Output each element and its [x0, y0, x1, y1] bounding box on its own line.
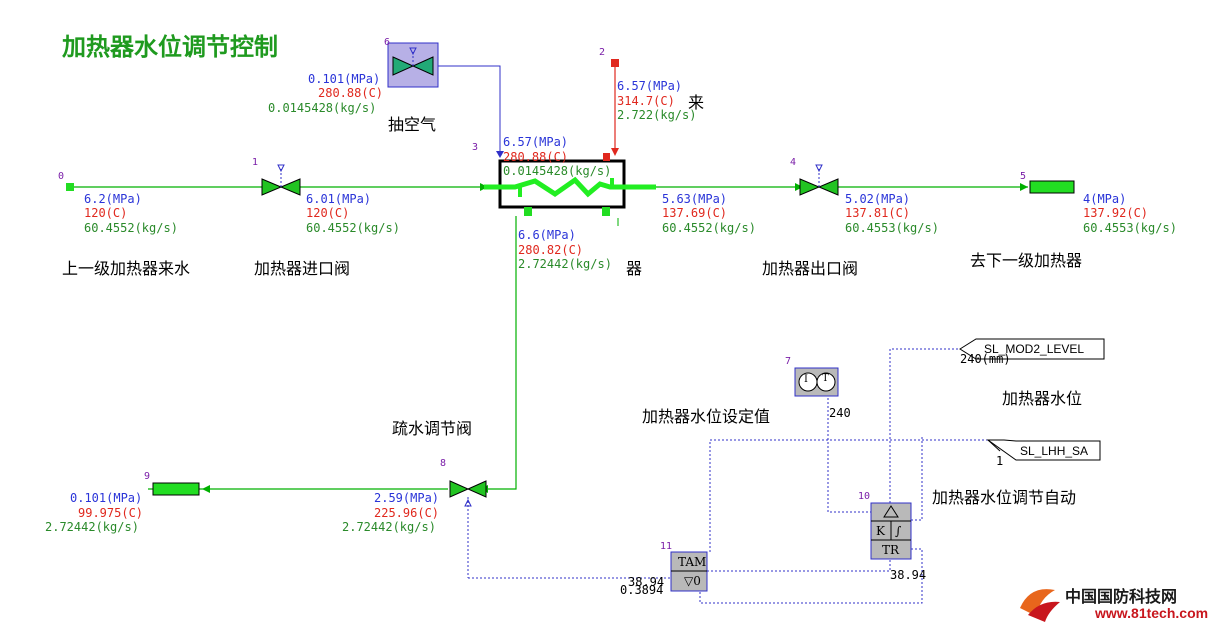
flow-6: 0.0145428(kg/s): [268, 101, 377, 115]
source-2: [611, 59, 619, 67]
pressure-4a: 5.63(MPa): [662, 192, 728, 206]
tam-label: TAM: [678, 555, 707, 569]
flow-4a: 60.4552(kg/s): [662, 221, 756, 235]
label-1[interactable]: 加热器进口阀: [254, 259, 351, 278]
flow-5: 60.4553(kg/s): [1083, 221, 1177, 235]
node-id-9: 9: [144, 471, 151, 482]
valve-1: [261, 164, 301, 196]
node-id-10: 10: [858, 491, 871, 502]
logo-url: www.81tech.com: [1095, 605, 1209, 621]
tam-output-1: 38.94: [628, 575, 665, 589]
label-2: 来: [688, 93, 705, 112]
pressure-3b: 6.6(MPa): [518, 228, 576, 242]
valve-8: [449, 480, 487, 578]
heater-3: [484, 153, 656, 226]
node-id-2: 2: [599, 47, 606, 58]
signal-lines: [468, 348, 988, 604]
tag-level-label: 加热器水位: [1002, 389, 1083, 408]
flow-8: 2.72442(kg/s): [342, 520, 436, 534]
label-10[interactable]: 加热器水位调节自动: [932, 488, 1077, 507]
label-5: 去下一级加热器: [970, 251, 1083, 270]
flow-3b: 2.72442(kg/s): [518, 257, 612, 271]
pid-k: K: [876, 524, 885, 538]
sink-5: [1029, 180, 1075, 194]
pressure-0: 6.2(MPa): [84, 192, 142, 206]
tag-auto-name: SL_LHH_SA: [1020, 444, 1089, 458]
tam-v: ▽0: [684, 574, 701, 588]
label-3[interactable]: 器: [626, 259, 643, 278]
pressure-9: 0.101(MPa): [70, 491, 143, 505]
flow-1: 60.4552(kg/s): [306, 221, 400, 235]
node-id-8: 8: [440, 458, 447, 469]
pid-tr: TR: [882, 543, 900, 557]
tam-output-2: 0.3894: [620, 583, 664, 597]
pressure-2: 6.57(MPa): [617, 79, 683, 93]
pressure-4b: 5.02(MPa): [845, 192, 911, 206]
flow-0: 60.4552(kg/s): [84, 221, 178, 235]
tag-level-name: SL_MOD2_LEVEL: [984, 342, 1085, 356]
temp-4b: 137.81(C): [845, 206, 911, 220]
node-id-11: 11: [660, 541, 673, 552]
setpoint-value: 240: [829, 406, 851, 420]
pid-i: ∫: [895, 524, 902, 538]
valve-4: [799, 164, 839, 196]
temp-6: 280.88(C): [318, 86, 384, 100]
node-id-3: 3: [472, 142, 479, 153]
label-8[interactable]: 疏水调节阀: [392, 419, 473, 438]
tag-auto-value: 1: [996, 454, 1004, 468]
temp-2: 314.7(C): [617, 94, 675, 108]
page-title: 加热器水位调节控制: [62, 33, 278, 61]
label-6[interactable]: 抽空气: [388, 115, 437, 134]
pressure-8: 2.59(MPa): [374, 491, 440, 505]
pressure-5: 4(MPa): [1083, 192, 1127, 206]
pid-block-10: [870, 502, 912, 560]
node-id-7: 7: [785, 356, 792, 367]
pid-output: 38.94: [890, 568, 927, 582]
temp-1: 120(C): [306, 206, 350, 220]
temp-8: 225.96(C): [374, 506, 440, 520]
temp-3: 280.88(C): [503, 150, 569, 164]
sink-9: [152, 482, 200, 496]
flow-4b: 60.4553(kg/s): [845, 221, 939, 235]
temp-0: 120(C): [84, 206, 128, 220]
air-valve-6: [387, 42, 439, 88]
label-7[interactable]: 加热器水位设定值: [642, 407, 771, 426]
label-4[interactable]: 加热器出口阀: [762, 259, 859, 278]
temp-9: 99.975(C): [78, 506, 144, 520]
logo-mark: [1020, 589, 1060, 622]
pressure-1: 6.01(MPa): [306, 192, 372, 206]
pressure-6: 0.101(MPa): [308, 72, 381, 86]
node-id-0: 0: [58, 171, 65, 182]
temp-3b: 280.82(C): [518, 243, 584, 257]
node-id-1: 1: [252, 157, 259, 168]
node-id-5: 5: [1020, 171, 1027, 182]
label-0: 上一级加热器来水: [62, 259, 191, 278]
setpoint-block-7: [794, 367, 839, 397]
node-id-4: 4: [790, 157, 797, 168]
flow-3: 0.0145428(kg/s): [503, 164, 612, 178]
tam-block-11: [670, 551, 708, 592]
temp-5: 137.92(C): [1083, 206, 1149, 220]
temp-4a: 137.69(C): [662, 206, 728, 220]
pressure-3: 6.57(MPa): [503, 135, 569, 149]
flow-9: 2.72442(kg/s): [45, 520, 139, 534]
tag-boxes: [959, 338, 1105, 461]
flow-2: 2.722(kg/s): [617, 108, 697, 122]
source-0: [66, 183, 74, 191]
tag-level-value: 240(mm): [960, 352, 1011, 366]
logo-text: 中国国防科技网: [1065, 587, 1178, 606]
node-id-6: 6: [384, 37, 391, 48]
